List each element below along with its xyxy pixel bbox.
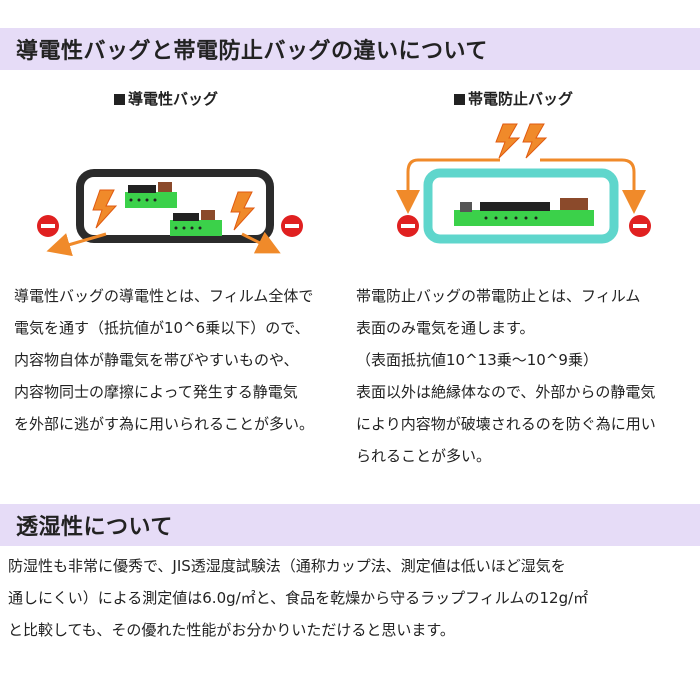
arrow-icon	[540, 158, 646, 214]
text-line: を外部に逃がす為に用いられることが多い。	[14, 415, 315, 433]
text-line: 電気を通す（抵抗値が10^6乗以下）ので、	[14, 319, 310, 337]
conductive-bag-illustration	[37, 169, 303, 257]
minus-icon	[397, 215, 419, 237]
square-bullet-icon	[114, 94, 125, 105]
text-line: と比較しても、その優れた性能がお分かりいただけると思います。	[8, 621, 455, 639]
section-title: 透湿性について	[16, 515, 173, 540]
arrow-icon	[396, 158, 500, 214]
subheading-antistatic: 帯電防止バッグ	[454, 88, 573, 109]
antistatic-description: 帯電防止バッグの帯電防止とは、フィルム 表面のみ電気を通します。 （表面抵抗値1…	[356, 280, 656, 472]
conductive-description: 導電性バッグの導電性とは、フィルム全体で 電気を通す（抵抗値が10^6乗以下）の…	[14, 280, 314, 440]
text-line: （表面抵抗値10^13乗～10^9乗）	[356, 351, 598, 369]
text-line: 導電性バッグの導電性とは、フィルム全体で	[14, 287, 314, 305]
lightning-icon	[522, 123, 548, 159]
text-line: 通しにくい）による測定値は6.0g/㎡と、食品を乾燥から守るラップフィルムの12…	[8, 589, 589, 607]
text-line: により内容物が破壊されるのを防ぐ為に用い	[356, 415, 656, 433]
lightning-icon	[495, 123, 521, 159]
minus-icon	[37, 215, 59, 237]
lightning-icon	[92, 189, 118, 229]
subheading-antistatic-label: 帯電防止バッグ	[468, 90, 574, 108]
section-header-moisture: 透湿性について	[0, 504, 700, 546]
subheading-conductive: 導電性バッグ	[114, 88, 218, 109]
antistatic-bag-illustration	[396, 123, 651, 244]
text-line: 内容物同士の摩擦によって発生する静電気	[14, 383, 298, 401]
bag-illustrations	[37, 123, 651, 257]
section-title: 導電性バッグと帯電防止バッグの違いについて	[16, 39, 488, 64]
text-line: 内容物自体が静電気を帯びやすいものや、	[14, 351, 299, 369]
text-line: 表面以外は絶縁体なので、外部からの静電気	[356, 383, 656, 401]
minus-icon	[281, 215, 303, 237]
text-line: 帯電防止バッグの帯電防止とは、フィルム	[356, 287, 641, 305]
square-bullet-icon	[454, 94, 465, 105]
circuit-board-icon	[125, 182, 177, 208]
text-line: られることが多い。	[356, 447, 492, 465]
moisture-description: 防湿性も非常に優秀で、JIS透湿度試験法（通称カップ法、測定値は低いほど湿気を …	[8, 550, 588, 646]
arrow-icon	[241, 231, 281, 254]
text-line: 防湿性も非常に優秀で、JIS透湿度試験法（通称カップ法、測定値は低いほど湿気を	[8, 557, 566, 575]
text-line: 表面のみ電気を通します。	[356, 319, 535, 337]
section-header-difference: 導電性バッグと帯電防止バッグの違いについて	[0, 28, 700, 70]
minus-icon	[629, 215, 651, 237]
arrow-icon	[46, 232, 107, 257]
lightning-icon	[230, 191, 256, 231]
circuit-board-icon	[170, 210, 222, 236]
circuit-board-icon	[454, 198, 594, 226]
subheading-conductive-label: 導電性バッグ	[128, 90, 219, 108]
